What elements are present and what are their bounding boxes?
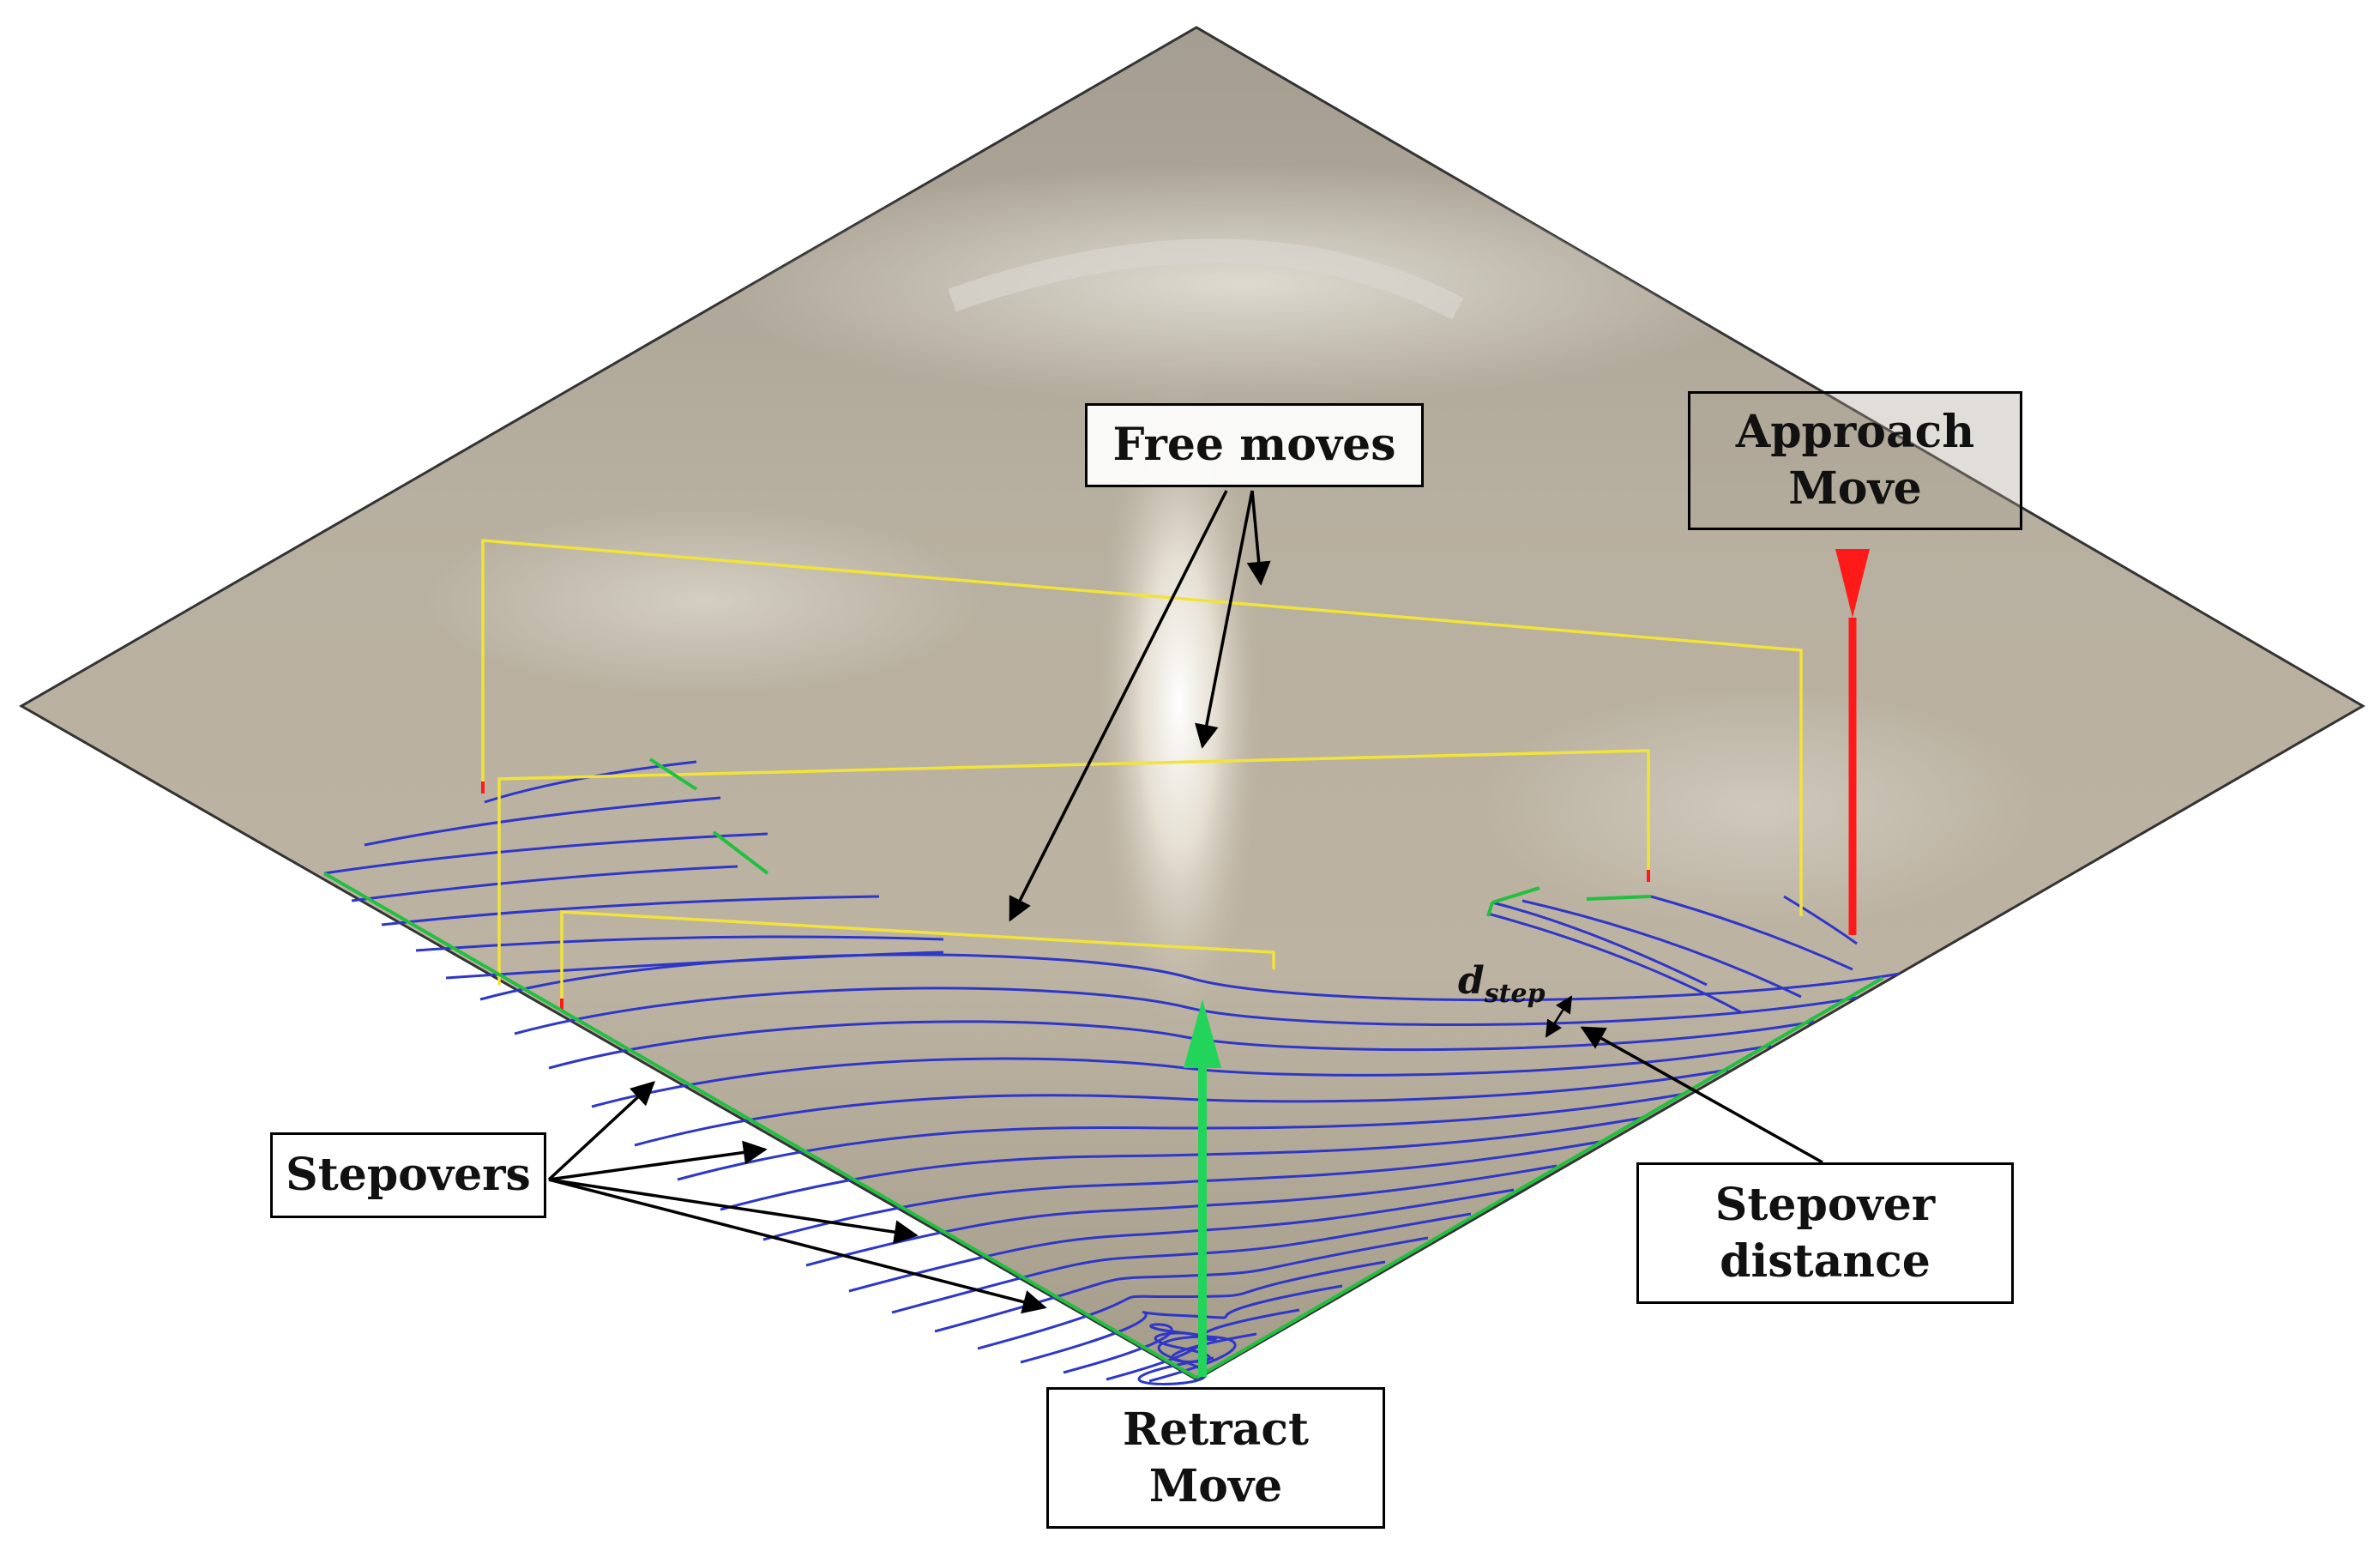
toolpath-right-4 <box>1783 895 1858 945</box>
free-move-lines <box>481 539 1803 1011</box>
approach-text-line2: Move <box>1788 462 1922 515</box>
toolpath-right-0 <box>1491 901 1708 987</box>
toolpath-right-2 <box>1521 899 1802 999</box>
dstep-main: d <box>1458 959 1485 1003</box>
dstep-dimension <box>1545 995 1573 1038</box>
toolpath-lines <box>323 760 1901 1385</box>
free-move-2 <box>560 910 1275 1011</box>
retract-text-line1: Retract <box>1122 1403 1310 1456</box>
surface-glow <box>1098 377 1261 1029</box>
free-moves-text: Free moves <box>1112 419 1396 471</box>
surface <box>18 26 2365 1381</box>
stepovers-arrow-1 <box>547 1081 656 1181</box>
free-moves-label: Free moves <box>1085 403 1424 487</box>
toolpath-main-11 <box>934 1236 1429 1333</box>
toolpath-left-5 <box>415 935 944 952</box>
toolpath-main-8 <box>805 1164 1558 1267</box>
toolpath-right-1 <box>1487 912 1742 1014</box>
approach-text-line1: Approach <box>1735 406 1975 458</box>
free-move-1 <box>497 749 1650 985</box>
toolpath-right-3 <box>1650 895 1853 971</box>
toolpath-main-16 <box>1137 1335 1237 1385</box>
toolpath-main-0 <box>479 953 1901 1002</box>
stepover-top-left <box>648 757 769 875</box>
approach-arrowhead <box>1835 549 1870 618</box>
toolpath-main-9 <box>848 1188 1515 1293</box>
surface-sheen-top <box>712 163 1775 403</box>
retract-arrowhead <box>1184 999 1221 1068</box>
dstep-label: dstep <box>1458 959 1545 1009</box>
toolpath-main-12 <box>977 1260 1386 1350</box>
approach-move <box>1835 549 1870 935</box>
toolpath-main-3 <box>591 1044 1772 1108</box>
free-moves-arrow-3 <box>1009 490 1228 922</box>
toolpath-main-7 <box>762 1140 1600 1241</box>
toolpath-left-0 <box>484 760 697 804</box>
toolpath-main-6 <box>720 1116 1643 1211</box>
stepovers-label: Stepovers <box>270 1132 546 1218</box>
stepover-distance-text-line2: distance <box>1720 1234 1931 1288</box>
stepover-top-right <box>1486 886 1652 917</box>
toolpath-left-1 <box>364 796 721 847</box>
toolpath-main-5 <box>677 1092 1686 1181</box>
toolpath-left-4 <box>381 895 880 926</box>
annotation-arrows <box>547 490 1823 1314</box>
toolpath-left-3 <box>351 865 738 902</box>
free-moves-arrow-1 <box>1246 490 1271 586</box>
stepovers-arrow-4 <box>548 1178 1047 1314</box>
free-move-0 <box>481 539 1803 916</box>
toolpath-main-10 <box>891 1212 1472 1314</box>
toolpath-main-4 <box>634 1068 1729 1147</box>
free-moves-arrow-2 <box>1195 490 1254 749</box>
toolpath-left-2 <box>323 832 768 875</box>
stepovers-text: Stepovers <box>286 1149 531 1201</box>
retract-move <box>1184 999 1221 1377</box>
retract-move-label: Retract Move <box>1046 1387 1385 1529</box>
stepover-edges <box>322 757 1884 1379</box>
stepovers-arrow-3 <box>548 1178 919 1245</box>
toolpath-main-13 <box>1020 1284 1343 1364</box>
stepovers-arrow-2 <box>548 1140 768 1181</box>
surface-sheen-right <box>1475 686 2041 926</box>
stepover-distance-label: Stepover distance <box>1636 1162 2014 1304</box>
dstep-sub: step <box>1484 978 1545 1009</box>
surface-sheen-left <box>420 506 986 695</box>
stepover-edge-left <box>322 872 1198 1379</box>
approach-move-label: Approach Move <box>1688 391 2022 530</box>
toolpath-main-1 <box>514 987 1858 1035</box>
stepover-distance-arrow <box>1580 1026 1823 1164</box>
surface-ridge <box>948 238 1464 320</box>
stepover-distance-text-line1: Stepover <box>1714 1178 1936 1231</box>
retract-text-line2: Move <box>1148 1459 1283 1512</box>
stepover-edge-right <box>1195 976 1884 1379</box>
